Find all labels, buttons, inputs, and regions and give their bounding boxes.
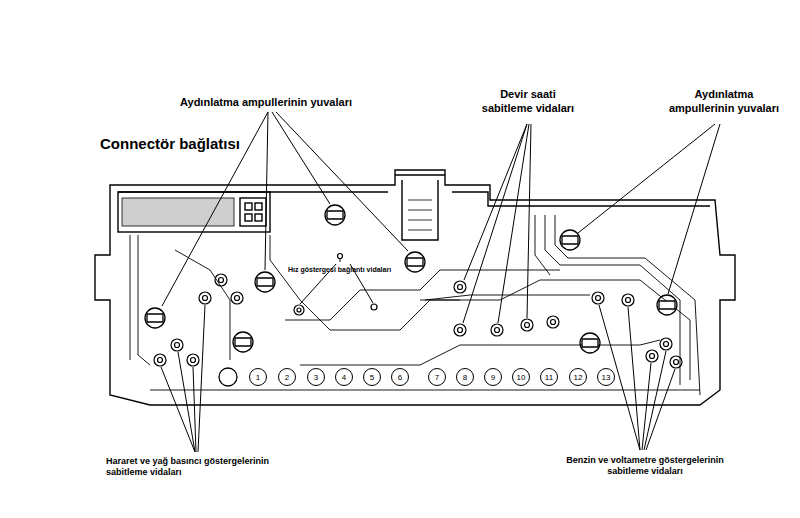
label-text: Connectör bağlatısı bbox=[100, 135, 240, 152]
pin-number: 10 bbox=[517, 373, 526, 382]
pin-number: 7 bbox=[435, 373, 439, 382]
connector-pin: 6 bbox=[391, 368, 409, 386]
label-text: Aydınlatma ampullerinin yuvaları bbox=[669, 88, 779, 114]
connector-pin: 12 bbox=[569, 368, 587, 386]
connector-pin: 8 bbox=[456, 368, 474, 386]
callout-label: Connectör bağlatısı bbox=[100, 135, 240, 154]
label-text: Benzin ve voltametre göstergelerinin sab… bbox=[566, 455, 724, 476]
connector-pin: 13 bbox=[597, 368, 615, 386]
connector-pin: 7 bbox=[428, 368, 446, 386]
pin-number: 2 bbox=[285, 373, 289, 382]
pin-number: 4 bbox=[342, 373, 346, 382]
connector-pin: 4 bbox=[335, 368, 353, 386]
connector-pin: 3 bbox=[307, 368, 325, 386]
callout-label: Devir saati sabitleme vidaları bbox=[478, 88, 578, 116]
label-text: Hız göstergesi bağlantı vidaları bbox=[288, 266, 391, 273]
pin-number: 11 bbox=[545, 373, 553, 382]
pin-number: 5 bbox=[370, 373, 374, 382]
connector-pin: 1 bbox=[249, 368, 267, 386]
pin-number: 13 bbox=[602, 373, 611, 382]
connector-pin: 11 bbox=[540, 368, 558, 386]
callout-label: Aydınlatma ampullerinin yuvaları bbox=[664, 88, 784, 116]
callout-label: Hız göstergesi bağlantı vidaları bbox=[288, 266, 391, 275]
label-text: Devir saati sabitleme vidaları bbox=[482, 88, 574, 114]
connector-pin: 9 bbox=[484, 368, 502, 386]
pin-number: 6 bbox=[398, 373, 402, 382]
label-text: Aydınlatma ampullerinin yuvaları bbox=[180, 96, 352, 108]
label-text: Hararet ve yağ basıncı göstergelerinin s… bbox=[106, 456, 269, 477]
callout-label: Benzin ve voltametre göstergelerinin sab… bbox=[560, 455, 730, 478]
connector-pin: 10 bbox=[512, 368, 530, 386]
pin-number: 3 bbox=[314, 373, 318, 382]
callout-label: Aydınlatma ampullerinin yuvaları bbox=[180, 96, 352, 110]
pin-number: 1 bbox=[256, 373, 260, 382]
pin-number: 9 bbox=[491, 373, 495, 382]
connector-pin: 2 bbox=[278, 368, 296, 386]
callout-label: Hararet ve yağ basıncı göstergelerinin s… bbox=[106, 456, 276, 479]
connector-pin: 5 bbox=[363, 368, 381, 386]
pin-number: 8 bbox=[463, 373, 467, 382]
pin-number: 12 bbox=[574, 373, 583, 382]
